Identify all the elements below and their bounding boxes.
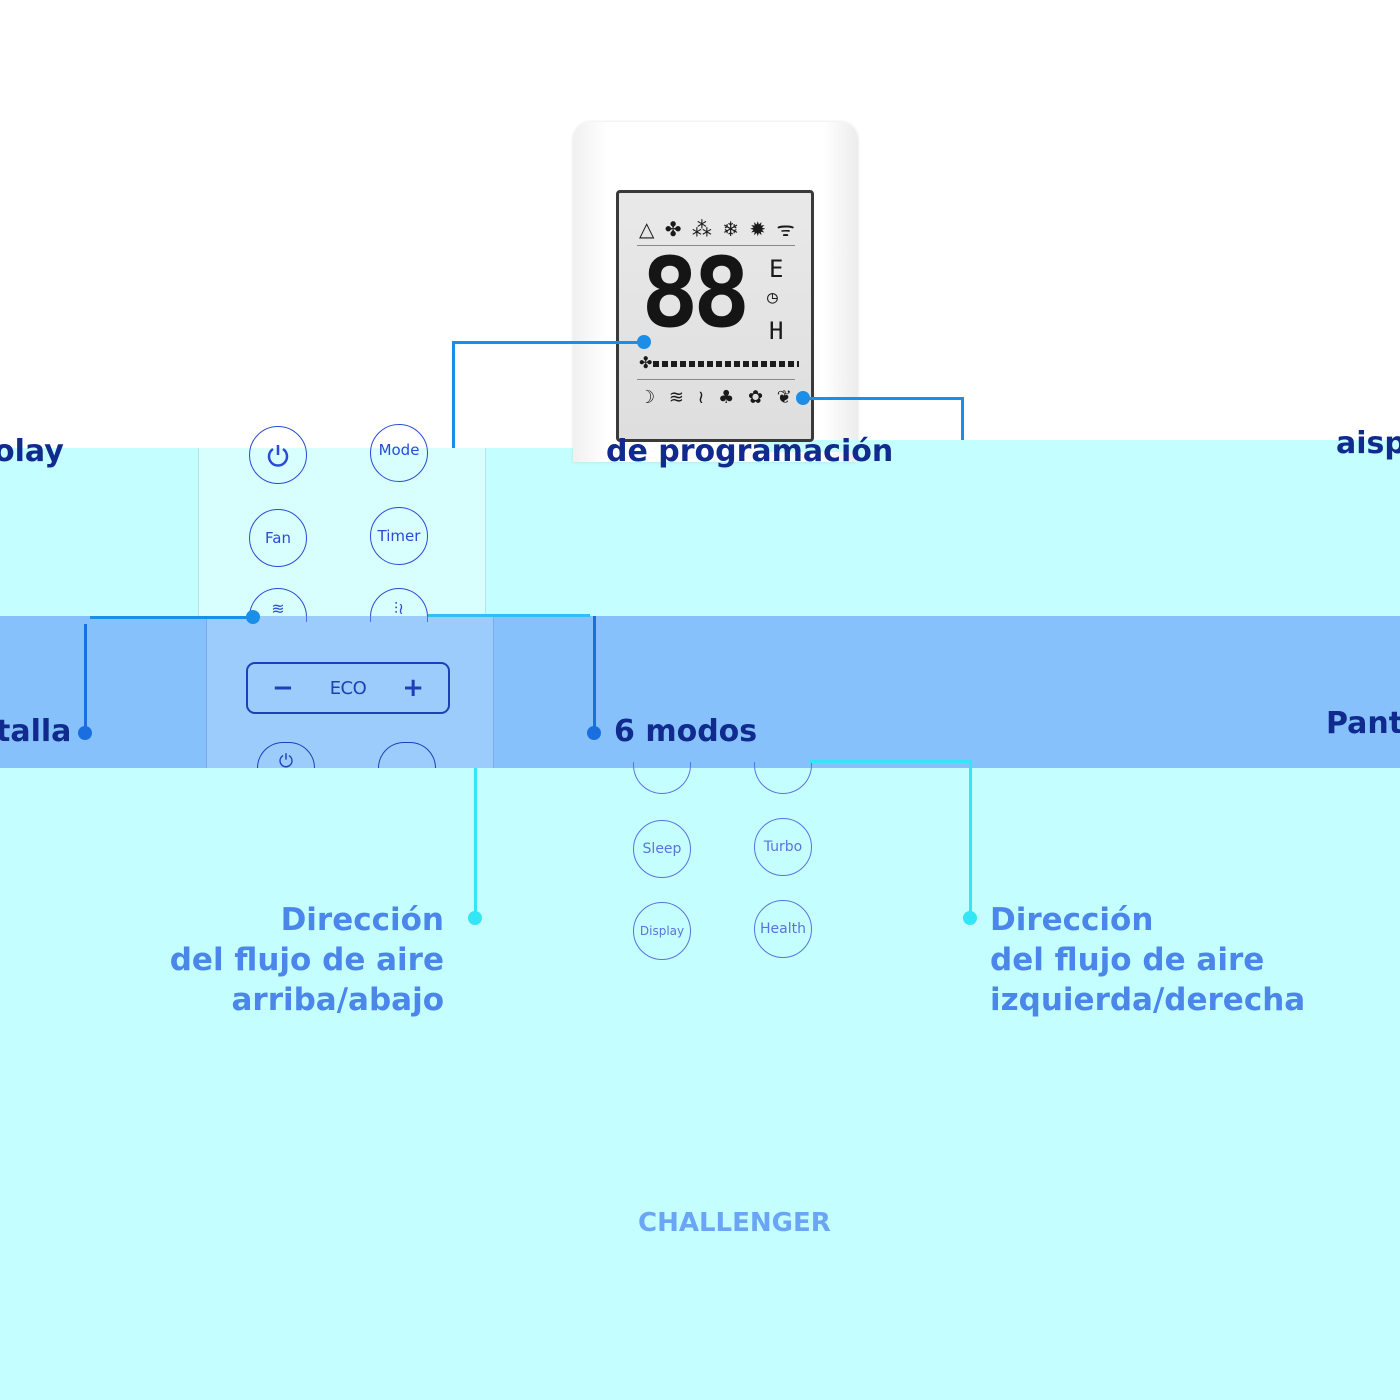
remote-middle-body <box>198 448 486 616</box>
connector-display-v <box>961 397 964 440</box>
remote-blue-body <box>206 616 494 768</box>
eco-label: ECO <box>329 677 367 699</box>
connector-updown-v <box>474 768 477 918</box>
timer-button[interactable]: Timer <box>370 507 428 565</box>
swing-leftright-icon: ⫶≀ <box>393 599 404 618</box>
lcd-function-icons: ☽ ≋ ≀ ♣ ✿ ❦ <box>639 387 796 408</box>
connector-screen-h <box>90 616 252 619</box>
lcd-indicator-h: H <box>769 317 784 345</box>
connector-leftright-dot <box>963 911 977 925</box>
lcd-mode-icons: △ ✤ ⁂ ❄ ✹ ᯤ <box>639 217 797 241</box>
eco-rocker[interactable]: − ECO + <box>246 662 450 714</box>
background-cyan-strip <box>760 440 1400 452</box>
label-display-fragment-left: olay <box>0 434 64 469</box>
label-leftright-line3: izquierda/derecha <box>990 982 1306 1018</box>
clock-icon: ◷ <box>767 287 778 308</box>
power-button[interactable] <box>249 426 307 484</box>
power-icon <box>267 445 289 467</box>
label-programming: de programación <box>606 434 894 469</box>
health-button[interactable]: Health <box>754 900 812 958</box>
lcd-separator-bottom <box>637 379 795 380</box>
mode-button[interactable]: Mode <box>370 424 428 482</box>
turbo-button-label: Turbo <box>763 839 803 855</box>
lcd-display: △ ✤ ⁂ ❄ ✹ ᯤ 88 E ◷ H ✤ ☽ ≋ ≀ ♣ ✿ ❦ <box>616 190 814 442</box>
connector-screen-dot <box>246 610 260 624</box>
label-leftright-direction: Dirección del flujo de aire izquierda/de… <box>990 900 1305 1020</box>
eco-plus-button[interactable]: + <box>402 673 424 703</box>
background-blue-band <box>0 616 1400 768</box>
background-cyan-band <box>0 448 1400 616</box>
lcd-separator-top <box>637 245 795 246</box>
label-display-fragment-right: aisp <box>1336 426 1400 461</box>
fan-button[interactable]: Fan <box>249 509 307 567</box>
connector-modes-h <box>428 614 590 617</box>
power-icon: ⏻ <box>278 751 294 772</box>
connector-screen-v <box>84 624 87 732</box>
connector-programming-h <box>452 341 644 344</box>
sleep-button[interactable]: Sleep <box>633 820 691 878</box>
connector-screen-end-dot <box>78 726 92 740</box>
fan-icon: ✤ <box>639 353 653 372</box>
label-updown-line3: arriba/abajo <box>231 982 444 1018</box>
lcd-indicator-e: E <box>769 255 784 283</box>
label-screen-fragment-right: Pant <box>1326 706 1400 741</box>
connector-programming-v <box>452 341 455 448</box>
connector-updown-dot <box>468 911 482 925</box>
lcd-fan-speed-bar <box>653 361 799 367</box>
label-leftright-line2: del flujo de aire <box>990 942 1265 978</box>
connector-display-dot <box>796 391 810 405</box>
fan-button-label: Fan <box>265 529 291 547</box>
label-updown-line1: Dirección <box>280 902 444 938</box>
eco-minus-button[interactable]: − <box>272 673 294 703</box>
timer-button-label: Timer <box>377 527 421 545</box>
connector-leftright-h <box>810 760 972 763</box>
turbo-button[interactable]: Turbo <box>754 818 812 876</box>
label-screen-fragment-left: talla <box>0 714 72 749</box>
brand-logo: CHALLENGER <box>638 1208 831 1238</box>
label-six-modes: 6 modos <box>614 714 758 749</box>
display-button[interactable]: Display <box>633 902 691 960</box>
connector-leftright-v <box>969 760 972 918</box>
swing-updown-icon: ≋ <box>271 599 285 618</box>
connector-modes-v <box>593 616 596 732</box>
connector-display-h <box>804 397 964 400</box>
health-button-label: Health <box>760 921 806 937</box>
mode-button-label: Mode <box>378 441 420 459</box>
label-updown-line2: del flujo de aire <box>169 942 444 978</box>
label-updown-direction: Dirección del flujo de aire arriba/abajo <box>170 900 444 1020</box>
background-cyan-lower <box>0 768 1400 1400</box>
sleep-button-label: Sleep <box>642 841 682 857</box>
connector-programming-dot <box>637 335 651 349</box>
connector-modes-dot <box>587 726 601 740</box>
label-leftright-line1: Dirección <box>990 902 1154 938</box>
display-button-label: Display <box>639 924 685 938</box>
lcd-digits: 88 <box>641 237 751 349</box>
